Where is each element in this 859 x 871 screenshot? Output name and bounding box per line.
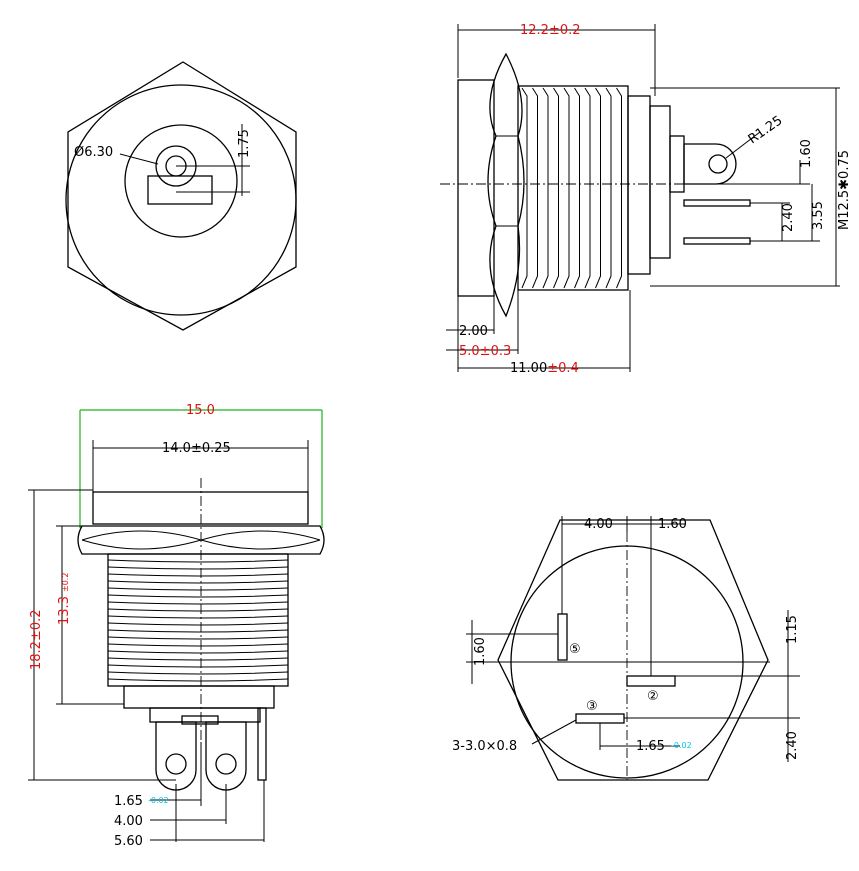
- tab-offset-label: 1.60: [799, 139, 814, 168]
- thread-line: [107, 629, 289, 633]
- dim-left-label: 4.00: [584, 517, 613, 532]
- pin-a-label: 1.65: [114, 794, 143, 809]
- thread-crest: [542, 87, 549, 289]
- thread-crest: [574, 87, 580, 289]
- thread-line: [107, 664, 289, 668]
- radius-label: R1.25: [746, 113, 786, 147]
- thread-line: [107, 559, 289, 563]
- thread-crest: [605, 87, 612, 289]
- pin-span-label: 3.55: [811, 201, 826, 230]
- tab-hole: [708, 154, 728, 174]
- thread-crest: [521, 87, 528, 289]
- front-view: Ø6.30 1.75: [65, 61, 297, 331]
- thread-line: [107, 671, 289, 675]
- leader-dia: [119, 153, 159, 165]
- pin-pitch-label: 2.40: [781, 203, 796, 232]
- height-total-label: 18.2±0.2: [29, 609, 44, 670]
- dim-low-right-label: 2.40: [785, 731, 800, 760]
- lug-right-hole: [215, 753, 237, 775]
- outer-ring: [65, 84, 297, 316]
- pin-label-2: ②: [647, 689, 659, 704]
- thread-zigzag: [521, 87, 622, 289]
- thread-line: [107, 573, 289, 577]
- pin-c-label: 5.60: [114, 834, 143, 849]
- pin-offset-tol: -0.02: [671, 741, 692, 750]
- width-total-label: 15.0: [186, 403, 215, 418]
- thread-line: [107, 636, 289, 640]
- bottom-view: ⑤ ② ③ 4.00 1.60 1.60 1.15 2.40 3-3.0×0.8…: [452, 516, 800, 781]
- side-pin: [257, 707, 267, 781]
- thread-line: [107, 643, 289, 647]
- thread-crest: [595, 87, 601, 289]
- hex-outline: [67, 61, 297, 331]
- bv-hex: [497, 519, 769, 781]
- thread-crest: [616, 87, 622, 289]
- slot-leader: [531, 719, 577, 745]
- thread-line: [107, 601, 289, 605]
- flange: [457, 79, 495, 297]
- slot-note-label: 3-3.0×0.8: [452, 739, 517, 754]
- center-pin: [181, 715, 219, 725]
- nut-thick-label: 5.0±0.3: [459, 344, 511, 359]
- elevation-view: 15.0 14.0±0.25 18.2±0.2 13.3: [28, 403, 325, 849]
- thread-line: [107, 678, 289, 682]
- inner-ring: [124, 124, 238, 238]
- slot-3: [575, 713, 625, 724]
- solder-tab: [683, 143, 737, 185]
- elev-thread-lines: [107, 559, 289, 682]
- height-thread-label: 13.3: [57, 596, 72, 625]
- thread-label: M12.5✱0.75: [837, 150, 852, 230]
- flange-label: 2.00: [459, 324, 488, 339]
- pin-b-label: 4.00: [114, 814, 143, 829]
- pin-top: [683, 199, 751, 207]
- thread-crest: [563, 87, 570, 289]
- lug-left-hole: [165, 753, 187, 775]
- thread-line: [107, 622, 289, 626]
- thread-line: [107, 650, 289, 654]
- width-nut-label: 14.0±0.25: [162, 441, 231, 456]
- pin-label-5: ⑤: [569, 642, 581, 657]
- elev-flange: [92, 491, 309, 525]
- radius-leader: [725, 131, 761, 159]
- elev-rear-2: [149, 707, 261, 723]
- pin-label-3: ③: [586, 699, 598, 714]
- pin-a-tol: -0.02: [148, 796, 169, 805]
- thread-crest: [584, 87, 591, 289]
- side-view: 12.2±0.2 R1.25 1.60 2.40 3.55 M12.5✱0.75…: [440, 23, 852, 376]
- dia-label: Ø6.30: [74, 145, 113, 160]
- pin-bottom: [683, 237, 751, 245]
- pin-offset-label: 1.65: [636, 739, 665, 754]
- thread-line: [107, 580, 289, 584]
- thread-line: [107, 566, 289, 570]
- thread-crest: [553, 87, 559, 289]
- elev-rear: [123, 685, 275, 709]
- thread-line: [107, 587, 289, 591]
- slot-2: [626, 675, 676, 687]
- length-top-label: 12.2±0.2: [520, 23, 581, 38]
- lug-left: [155, 721, 197, 791]
- thread-crest: [532, 87, 538, 289]
- pin-offset-label: 1.75: [237, 129, 252, 158]
- contact-block: [147, 175, 213, 205]
- slot-5: [557, 613, 568, 661]
- thread-line: [107, 608, 289, 612]
- dim-top-right-label: 1.15: [785, 615, 800, 644]
- dim-side-label: 1.60: [473, 637, 488, 666]
- thread-line: [107, 594, 289, 598]
- height-thread-tol: ±0.2: [61, 573, 70, 592]
- thread-line: [107, 615, 289, 619]
- thread-line: [107, 657, 289, 661]
- elev-nut: [77, 525, 325, 555]
- dim-right-label: 1.60: [658, 517, 687, 532]
- rear-body: [627, 95, 651, 275]
- lug-right: [205, 721, 247, 791]
- body-len-label: 11.00±0.4: [510, 361, 579, 376]
- rear-block: [649, 105, 671, 259]
